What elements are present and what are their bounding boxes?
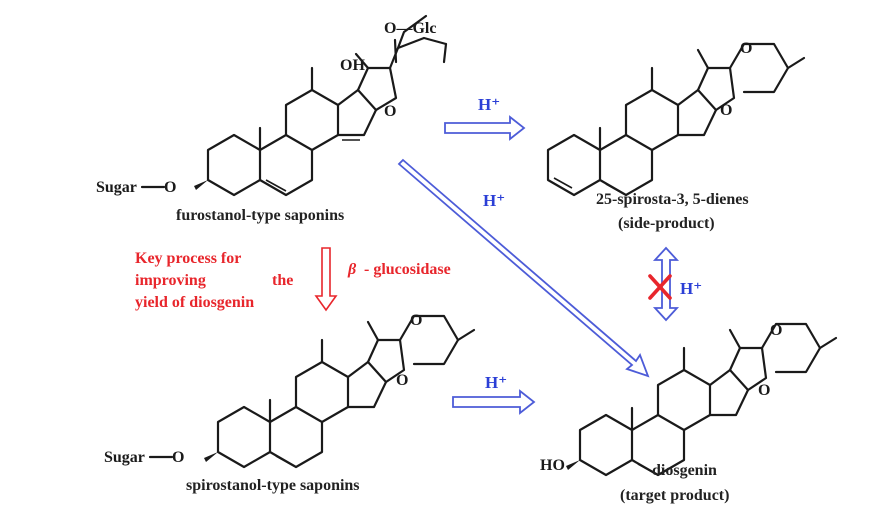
key-process-line1: Key process for xyxy=(135,250,241,267)
enzyme-name: - glucosidase xyxy=(364,261,451,278)
key-process-line2-right: the xyxy=(272,272,293,289)
x-mark-icon xyxy=(648,274,672,300)
glucose-label: O—Glc xyxy=(384,20,436,37)
acid-label-vertical: H⁺ xyxy=(680,279,702,298)
side-product-name: 25-spirosta-3, 5-dienes xyxy=(596,191,749,208)
acid-label-diagonal: H⁺ xyxy=(483,191,505,210)
diosgenin-name: diosgenin xyxy=(652,462,717,479)
acid-label-bottom: H⁺ xyxy=(485,373,507,392)
furostanol-label: furostanol-type saponins xyxy=(176,207,344,224)
pyran-oxygen-diosgenin: O xyxy=(770,322,782,339)
diosgenin-structure xyxy=(566,322,838,477)
hydroxyl-label: OH xyxy=(340,57,365,74)
enzyme-beta: β xyxy=(347,261,357,278)
sugar-label-top: Sugar xyxy=(96,179,137,196)
key-process-line2-left: improving xyxy=(135,272,206,289)
acid-arrow-top xyxy=(444,115,526,141)
enzyme-arrow xyxy=(314,247,338,312)
acid-label-top: H⁺ xyxy=(478,95,500,114)
sugar-label-bottom: Sugar xyxy=(104,449,145,466)
furostanol-structure xyxy=(194,14,448,197)
acid-arrow-diagonal xyxy=(397,158,650,378)
furan-oxygen-diosgenin: O xyxy=(758,382,770,399)
pyran-oxygen-spirostanol: O xyxy=(410,312,422,329)
pyran-oxygen-top: O xyxy=(740,40,752,57)
side-product-role: (side-product) xyxy=(618,215,715,232)
furan-oxygen-label: O xyxy=(384,103,396,120)
key-process-line3: yield of diosgenin xyxy=(135,294,254,311)
spirostanol-structure xyxy=(204,314,476,469)
acid-arrow-vertical xyxy=(652,246,680,322)
spirostadiene-structure xyxy=(546,42,806,197)
acid-arrow-bottom xyxy=(452,389,536,415)
hydroxyl-label-diosgenin: HO xyxy=(540,457,565,474)
furan-oxygen-spirostanol: O xyxy=(396,372,408,389)
sugar-oxygen-bottom: O xyxy=(172,449,184,466)
furan-oxygen-side: O xyxy=(720,102,732,119)
diosgenin-role: (target product) xyxy=(620,487,729,504)
spirostanol-label: spirostanol-type saponins xyxy=(186,477,360,494)
sugar-oxygen-top: O xyxy=(164,179,176,196)
